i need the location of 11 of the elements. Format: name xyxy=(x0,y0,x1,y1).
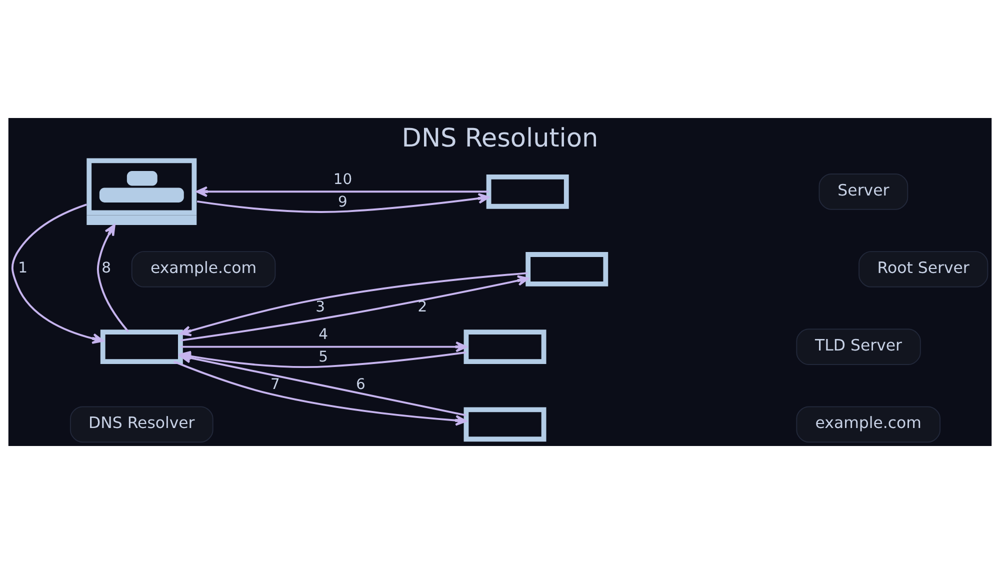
edge-label: 9 xyxy=(338,192,348,210)
edge-label: 5 xyxy=(318,348,328,366)
edge-label: 8 xyxy=(102,259,111,276)
diagram-title: DNS Resolution xyxy=(402,122,598,153)
edge-label: 2 xyxy=(418,298,428,315)
edge-label: 7 xyxy=(270,376,280,393)
edge-label: 4 xyxy=(318,325,328,342)
edge-label: 3 xyxy=(316,298,326,315)
edge-label: 1 xyxy=(18,259,28,276)
edge-label: 6 xyxy=(356,376,366,393)
edge-label: 10 xyxy=(333,170,352,188)
